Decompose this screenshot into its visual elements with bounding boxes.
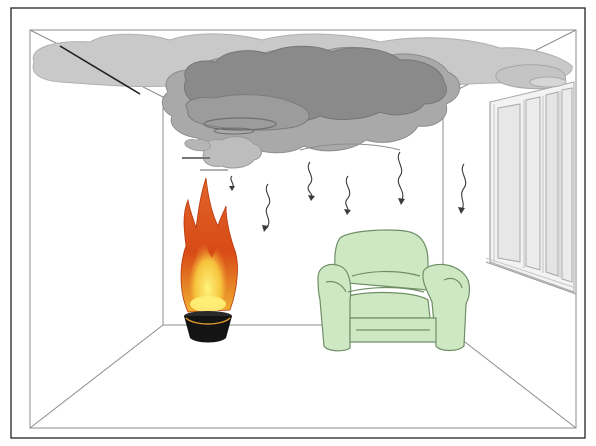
waste-bin [184, 311, 232, 343]
window-icon [486, 77, 576, 294]
